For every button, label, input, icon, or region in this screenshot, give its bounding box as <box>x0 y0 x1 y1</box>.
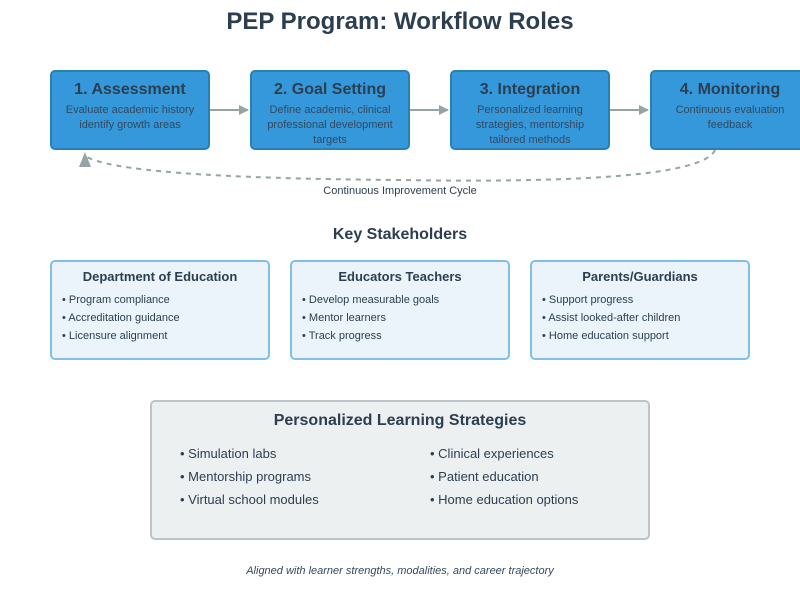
list-item: Accreditation guidance <box>62 309 268 327</box>
stakeholder-role-list: Support progress Assist looked-after chi… <box>542 291 748 345</box>
step-title: 4. Monitoring <box>679 81 781 98</box>
step-description: Evaluate academic history identify growt… <box>65 104 195 131</box>
stakeholder-name: Parents/Guardians <box>582 269 698 284</box>
step-assessment: 1. Assessment Evaluate academic history … <box>50 70 210 150</box>
list-item: Track progress <box>302 327 508 345</box>
page-title: PEP Program: Workflow Roles <box>226 8 574 35</box>
list-item: Home education options <box>430 488 578 511</box>
step-integration: 3. Integration Personalized learning str… <box>450 70 610 150</box>
step-monitoring: 4. Monitoring Continuous evaluation feed… <box>650 70 800 150</box>
cycle-label: Continuous Improvement Cycle <box>323 185 477 197</box>
stakeholder-card-parents-guardians: Parents/Guardians Support progress Assis… <box>530 260 750 360</box>
list-item: Assist looked-after children <box>542 309 748 327</box>
step-goal-setting: 2. Goal Setting Define academic, clinica… <box>250 70 410 150</box>
list-item: Simulation labs <box>180 442 319 465</box>
stakeholders-heading: Key Stakeholders <box>332 226 468 243</box>
step-description: Define academic, clinical professional d… <box>267 104 393 146</box>
stakeholder-name: Educators Teachers <box>338 269 462 284</box>
list-item: Licensure alignment <box>62 327 268 345</box>
list-item: Patient education <box>430 465 578 488</box>
strategies-right-list: Clinical experiences Patient education H… <box>430 442 578 511</box>
step-title: 1. Assessment <box>74 81 186 98</box>
learning-strategies-panel: Personalized Learning Strategies Simulat… <box>150 400 650 540</box>
step-description: Personalized learning strategies, mentor… <box>475 104 585 146</box>
list-item: Home education support <box>542 327 748 345</box>
stakeholder-role-list: Develop measurable goals Mentor learners… <box>302 291 508 345</box>
footnote: Aligned with learner strengths, modaliti… <box>246 565 554 577</box>
list-item: Mentorship programs <box>180 465 319 488</box>
list-item: Mentor learners <box>302 309 508 327</box>
stakeholder-card-department-of-education: Department of Education Program complian… <box>50 260 270 360</box>
step-title: 2. Goal Setting <box>273 81 386 98</box>
feedback-loop-arrow <box>84 149 716 182</box>
list-item: Program compliance <box>62 291 268 309</box>
list-item: Virtual school modules <box>180 488 319 511</box>
list-item: Clinical experiences <box>430 442 578 465</box>
stakeholder-card-educators-teachers: Educators Teachers Develop measurable go… <box>290 260 510 360</box>
stakeholder-name: Department of Education <box>82 269 238 284</box>
stakeholder-role-list: Program compliance Accreditation guidanc… <box>62 291 268 345</box>
step-title: 3. Integration <box>479 81 581 98</box>
feedback-loop-arrowhead <box>79 152 91 167</box>
strategies-heading: Personalized Learning Strategies <box>273 412 527 429</box>
step-description: Continuous evaluation feedback <box>675 104 785 131</box>
strategies-left-list: Simulation labs Mentorship programs Virt… <box>180 442 319 511</box>
workflow-connectors <box>79 105 716 182</box>
list-item: Develop measurable goals <box>302 291 508 309</box>
list-item: Support progress <box>542 291 748 309</box>
